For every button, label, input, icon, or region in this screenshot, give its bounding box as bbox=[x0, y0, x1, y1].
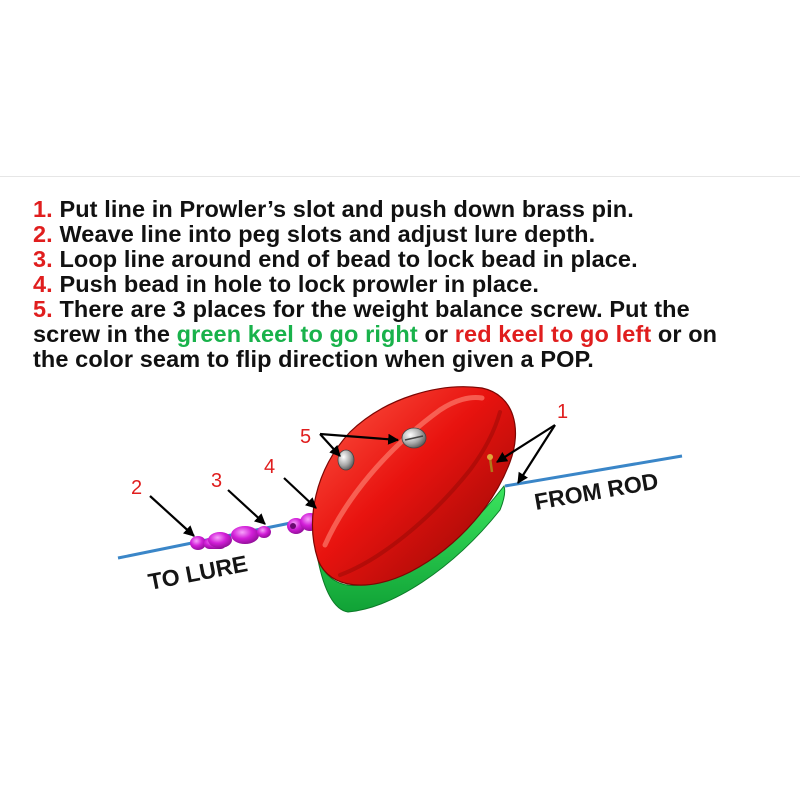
body-shadow bbox=[338, 410, 502, 577]
arrow-1b bbox=[517, 424, 556, 484]
arrow-5a bbox=[319, 432, 400, 445]
body-ridge bbox=[322, 395, 485, 548]
step-3-number: 3. bbox=[33, 246, 53, 272]
step-5-text-2-pre: screw in the bbox=[33, 321, 177, 347]
callout-3: 3 bbox=[211, 470, 222, 492]
top-divider bbox=[0, 176, 800, 177]
green-keel-text: green keel to go right bbox=[176, 321, 418, 347]
step-3-text: Loop line around end of bead to lock bea… bbox=[52, 246, 638, 272]
step-1-number: 1. bbox=[33, 196, 53, 222]
arrow-2 bbox=[149, 495, 195, 537]
step-5-text-2-post: or on bbox=[651, 321, 718, 347]
step-2-number: 2. bbox=[33, 221, 53, 247]
step-4: 4. Push bead in hole to lock prowler in … bbox=[33, 272, 783, 297]
from-rod-label: FROM ROD bbox=[532, 468, 660, 515]
step-5-line-2: screw in the green keel to go right or r… bbox=[33, 322, 783, 347]
screw-top bbox=[401, 427, 427, 449]
fishing-line-right bbox=[504, 454, 683, 488]
arrow-4 bbox=[283, 477, 317, 509]
step-3: 3. Loop line around end of bead to lock … bbox=[33, 247, 783, 272]
instruction-list: 1. Put line in Prowler’s slot and push d… bbox=[33, 197, 783, 372]
callout-arrows bbox=[149, 424, 556, 537]
callout-1: 1 bbox=[557, 401, 568, 423]
callout-2: 2 bbox=[131, 477, 142, 499]
callout-5: 5 bbox=[300, 426, 311, 448]
step-2: 2. Weave line into peg slots and adjust … bbox=[33, 222, 783, 247]
step-4-number: 4. bbox=[33, 271, 53, 297]
arrow-5b bbox=[319, 433, 341, 457]
step-5-text-3: the color seam to flip direction when gi… bbox=[33, 346, 594, 372]
step-1-text: Put line in Prowler’s slot and push down… bbox=[52, 196, 634, 222]
step-5-text-1: There are 3 places for the weight balanc… bbox=[52, 296, 690, 322]
arrow-3 bbox=[227, 489, 266, 525]
bead-chain bbox=[190, 526, 271, 550]
screw-side bbox=[337, 449, 355, 471]
prowler-body bbox=[311, 386, 517, 586]
step-5-text-2-mid: or bbox=[417, 321, 455, 347]
step-4-text: Push bead in hole to lock prowler in pla… bbox=[52, 271, 540, 297]
step-5-line-1: 5. There are 3 places for the weight bal… bbox=[33, 297, 783, 322]
step-1: 1. Put line in Prowler’s slot and push d… bbox=[33, 197, 783, 222]
to-lure-label: TO LURE bbox=[146, 550, 250, 595]
step-5-line-3: the color seam to flip direction when gi… bbox=[33, 347, 783, 372]
step-2-text: Weave line into peg slots and adjust lur… bbox=[52, 221, 596, 247]
brass-pin bbox=[487, 454, 494, 473]
arrow-1a bbox=[496, 424, 556, 463]
callout-4: 4 bbox=[264, 456, 275, 478]
red-keel-text: red keel to go left bbox=[454, 321, 652, 347]
step-5-number: 5. bbox=[33, 296, 53, 322]
